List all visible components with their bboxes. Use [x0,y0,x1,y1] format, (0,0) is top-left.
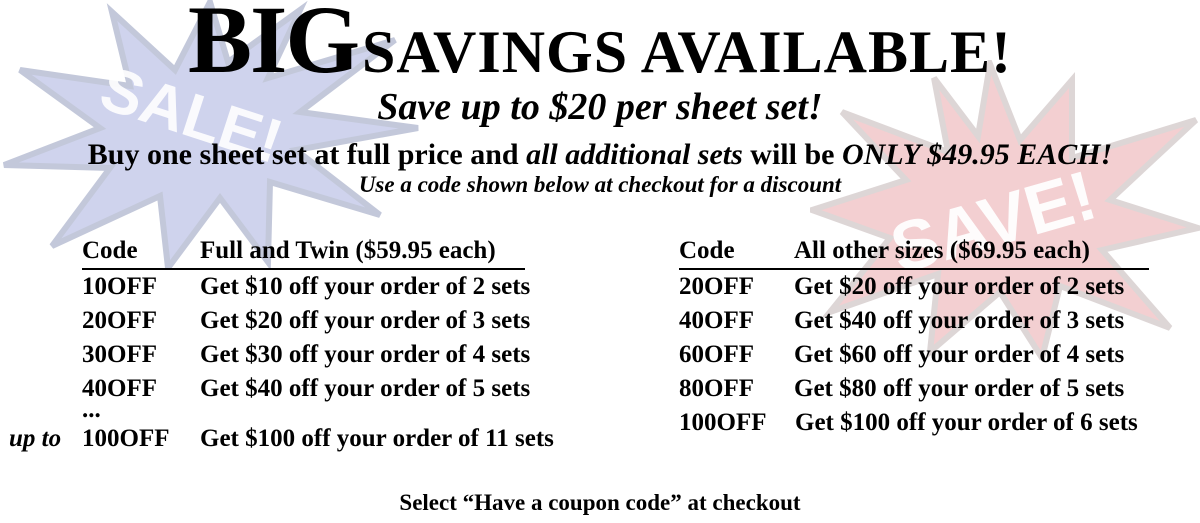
sale-burst-shape [2,0,419,270]
coupon-code: 40OFF [82,375,157,402]
table-header: Code All other sizes ($69.95 each) [679,234,1149,270]
coupon-code: 40OFF [679,307,754,334]
coupon-desc: Get $40 off your order of 3 sets [794,307,1125,334]
table-row: 80OFF Get $80 off your order of 5 sets [679,372,1169,406]
header-code: Code [82,237,138,264]
footer-note: Select “Have a coupon code” at checkout [399,490,801,515]
header-code: Code [679,237,735,264]
table-row: up to 100OFF Get $100 off your order of … [9,422,562,456]
coupon-code: 30OFF [82,341,157,368]
headline-rest: SAVINGS AVAILABLE! [362,19,1013,85]
coupon-code: 10OFF [82,273,157,300]
coupon-desc: Get $30 off your order of 4 sets [200,341,531,368]
coupon-desc: Get $80 off your order of 5 sets [794,375,1125,402]
coupon-desc: Get $10 off your order of 2 sets [200,273,531,300]
coupon-desc: Get $40 off your order of 5 sets [200,375,531,402]
instruction: Use a code shown below at checkout for a… [358,172,842,197]
header-desc: All other sizes ($69.95 each) [794,237,1091,264]
coupon-code: 100OFF [679,409,767,436]
table-row: 40OFF Get $40 off your order of 3 sets [679,304,1169,338]
upto-label: up to [9,425,62,452]
coupon-code: 20OFF [82,307,157,334]
ellipsis: ... [82,396,101,423]
table-row: 20OFF Get $20 off your order of 3 sets [82,304,562,338]
coupon-desc: Get $100 off your order of 6 sets [795,409,1138,436]
ellipsis-row: ... [82,396,562,423]
table-row: 100OFF Get $100 off your order of 6 sets [679,406,1169,440]
headline: BIG SAVINGS AVAILABLE! [0,0,1200,88]
table-row: 10OFF Get $10 off your order of 2 sets [82,270,562,304]
table-row: 20OFF Get $20 off your order of 2 sets [679,270,1169,304]
table-row: 40OFF Get $40 off your order of 5 sets [82,372,562,406]
offer-part3: will be [742,138,842,171]
coupon-desc: Get $20 off your order of 3 sets [200,307,531,334]
table-row: 60OFF Get $60 off your order of 4 sets [679,338,1169,372]
coupon-desc: Get $100 off your order of 11 sets [200,425,554,452]
coupon-code: 20OFF [679,273,754,300]
save-starburst: SAVE! [810,60,1200,360]
offer-part2: all additional sets [526,138,743,171]
coupon-code: 80OFF [679,375,754,402]
save-burst-shape [810,60,1200,360]
table-header: Code Full and Twin ($59.95 each) [82,234,525,270]
coupon-desc: Get $60 off your order of 4 sets [794,341,1125,368]
subhead: Save up to $20 per sheet set! [377,86,823,128]
headline-big: BIG [187,0,360,93]
sale-starburst: SALE! [2,0,419,270]
offer-part1: Buy one sheet set at full price and [87,138,527,171]
other-sizes-table: Code All other sizes ($69.95 each) 20OFF… [679,234,1169,440]
full-twin-table: Code Full and Twin ($59.95 each) 10OFF G… [9,234,562,456]
offer-part4: ONLY $49.95 EACH! [841,138,1113,171]
header-desc: Full and Twin ($59.95 each) [200,237,496,264]
offer-text: Buy one sheet set at full price and all … [0,138,1200,172]
table-row: 30OFF Get $30 off your order of 4 sets [82,338,562,372]
coupon-code: 100OFF [82,425,170,452]
coupon-code: 60OFF [679,341,754,368]
coupon-desc: Get $20 off your order of 2 sets [794,273,1125,300]
